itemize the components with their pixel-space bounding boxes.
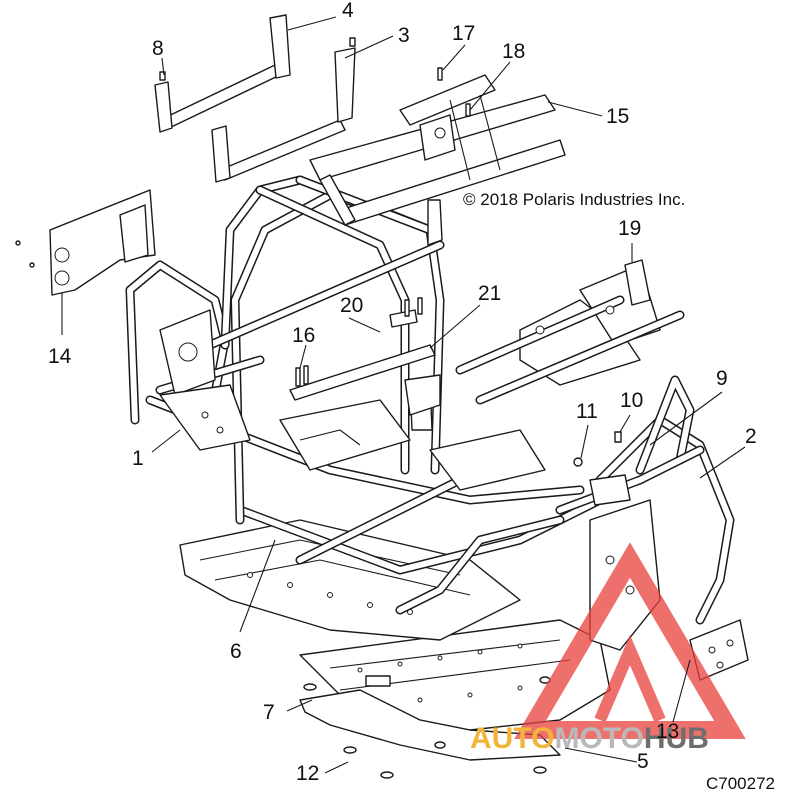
callout-2: 2	[745, 425, 757, 448]
main-frame	[125, 175, 605, 615]
callout-14: 14	[48, 345, 72, 368]
seat-rail-4	[154, 14, 291, 133]
cross-bar-20	[289, 344, 436, 401]
callout-19: 19	[618, 217, 641, 240]
callout-7: 7	[263, 701, 275, 724]
callout-11: 11	[576, 400, 598, 423]
callout-12: 12	[296, 762, 319, 785]
watermark-triangle-inner	[594, 634, 666, 723]
front-bracket-14	[49, 189, 156, 296]
hardware	[15, 37, 622, 779]
callouts: 4 3 8 17 18 15 © 2018 Polaris Industries…	[48, 0, 775, 793]
leader-lines	[61, 16, 746, 774]
callout-16: 16	[292, 324, 315, 347]
callout-5: 5	[637, 750, 649, 773]
callout-1: 1	[132, 447, 144, 470]
callout-3: 3	[398, 24, 410, 47]
watermark-hub: HUB	[644, 722, 709, 755]
callout-13: 13	[656, 720, 679, 743]
callout-6: 6	[230, 640, 242, 663]
callout-4: 4	[342, 0, 354, 22]
callout-18: 18	[502, 40, 525, 63]
drawing-code: C700272	[706, 774, 775, 793]
callout-21: 21	[478, 282, 501, 305]
watermark-logo	[514, 542, 746, 739]
seat-frame-15	[309, 74, 566, 226]
callout-17: 17	[452, 22, 475, 45]
callout-8: 8	[152, 37, 164, 60]
watermark-moto: MOTO	[554, 722, 643, 755]
callout-9: 9	[716, 367, 728, 390]
skid-plate	[299, 619, 611, 761]
floor-pan	[179, 519, 521, 641]
seat-rail-3	[211, 47, 356, 183]
watermark-text: AUTOMOTOHUB	[470, 722, 709, 755]
callout-15: 15	[606, 105, 629, 128]
watermark-triangle	[514, 542, 746, 739]
bracket-13	[689, 619, 749, 681]
watermark-auto: AUTO	[470, 722, 554, 755]
cross-bar-21	[389, 309, 418, 328]
copyright-notice: © 2018 Polaris Industries Inc.	[463, 190, 685, 209]
callout-10: 10	[620, 389, 643, 412]
cargo-frame-19	[404, 259, 685, 416]
callout-20: 20	[340, 294, 363, 317]
